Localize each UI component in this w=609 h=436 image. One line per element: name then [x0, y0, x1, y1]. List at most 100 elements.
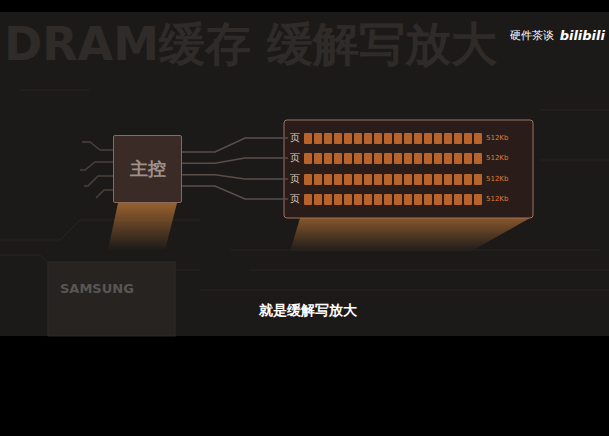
page-label: 页: [290, 192, 300, 206]
cell: [394, 194, 402, 205]
controller-chip: 主控: [113, 135, 182, 203]
cell-strip: [304, 133, 482, 144]
cell: [324, 194, 332, 205]
page-panel: [284, 120, 533, 218]
cell: [464, 194, 472, 205]
cell: [404, 133, 412, 144]
cell: [434, 194, 442, 205]
cell: [424, 194, 432, 205]
page-row: 页 512Kb: [288, 192, 508, 206]
title: DRAM缓存 缓解写放大: [4, 14, 497, 76]
cell: [334, 174, 342, 185]
cell: [364, 194, 372, 205]
cell: [454, 174, 462, 185]
cell: [334, 153, 342, 164]
cell: [454, 133, 462, 144]
cell: [444, 153, 452, 164]
cell: [364, 153, 372, 164]
cell: [424, 153, 432, 164]
cell-strip: [304, 194, 482, 205]
page-label: 页: [290, 131, 300, 145]
glow: [108, 203, 177, 250]
cell: [394, 174, 402, 185]
cell: [324, 133, 332, 144]
cell-strip: [304, 174, 482, 185]
cell: [354, 153, 362, 164]
cell: [314, 153, 322, 164]
cell: [344, 153, 352, 164]
subtitle: 就是缓解写放大: [259, 302, 357, 320]
cell: [314, 174, 322, 185]
cell: [414, 174, 422, 185]
glow: [290, 218, 530, 252]
cell: [454, 194, 462, 205]
cell: [384, 133, 392, 144]
cell: [324, 153, 332, 164]
cell: [314, 133, 322, 144]
cell: [364, 174, 372, 185]
cell: [334, 133, 342, 144]
cell: [334, 194, 342, 205]
page-size: 512Kb: [486, 195, 508, 203]
trace-connector: [182, 138, 288, 152]
cell: [374, 153, 382, 164]
cell: [444, 194, 452, 205]
cell: [364, 133, 372, 144]
page-label: 页: [290, 151, 300, 165]
cell: [414, 153, 422, 164]
cell: [344, 133, 352, 144]
trace-connector: [182, 158, 288, 163]
cell: [304, 174, 312, 185]
cell-strip: [304, 153, 482, 164]
cell: [424, 174, 432, 185]
cell: [384, 174, 392, 185]
trace: [80, 142, 113, 198]
chip-brand: SAMSUNG: [60, 281, 134, 296]
page-size: 512Kb: [486, 154, 508, 162]
cell: [354, 174, 362, 185]
cell: [384, 153, 392, 164]
watermark-text: 硬件茶谈: [510, 28, 554, 43]
trace-connector: [182, 186, 288, 199]
cell: [404, 153, 412, 164]
cell: [464, 174, 472, 185]
watermark: 硬件茶谈 bilibili: [510, 28, 605, 43]
cell: [404, 174, 412, 185]
cell: [394, 133, 402, 144]
page-row: 页 512Kb: [288, 131, 508, 145]
cell: [414, 194, 422, 205]
cell: [324, 174, 332, 185]
cell: [414, 133, 422, 144]
page-size: 512Kb: [486, 175, 508, 183]
circuit-texture: [0, 90, 609, 290]
logo-text: bilibili: [560, 28, 605, 43]
page-size: 512Kb: [486, 134, 508, 142]
cell: [374, 174, 382, 185]
cell: [454, 153, 462, 164]
cell: [304, 133, 312, 144]
cell: [424, 133, 432, 144]
cell: [434, 133, 442, 144]
cell: [374, 194, 382, 205]
trace-connector: [182, 175, 288, 179]
cell: [374, 133, 382, 144]
cell: [394, 153, 402, 164]
cell: [354, 133, 362, 144]
cell: [464, 133, 472, 144]
cell: [444, 133, 452, 144]
page-row: 页 512Kb: [288, 172, 508, 186]
cell: [354, 194, 362, 205]
cell: [444, 174, 452, 185]
cell: [474, 133, 482, 144]
page-label: 页: [290, 172, 300, 186]
cell: [474, 174, 482, 185]
page-row: 页 512Kb: [288, 151, 508, 165]
cell: [474, 194, 482, 205]
chip-label: 主控: [130, 157, 166, 181]
cell: [434, 174, 442, 185]
cell: [384, 194, 392, 205]
memory-chip: [48, 262, 175, 336]
cell: [314, 194, 322, 205]
cell: [434, 153, 442, 164]
cell: [404, 194, 412, 205]
